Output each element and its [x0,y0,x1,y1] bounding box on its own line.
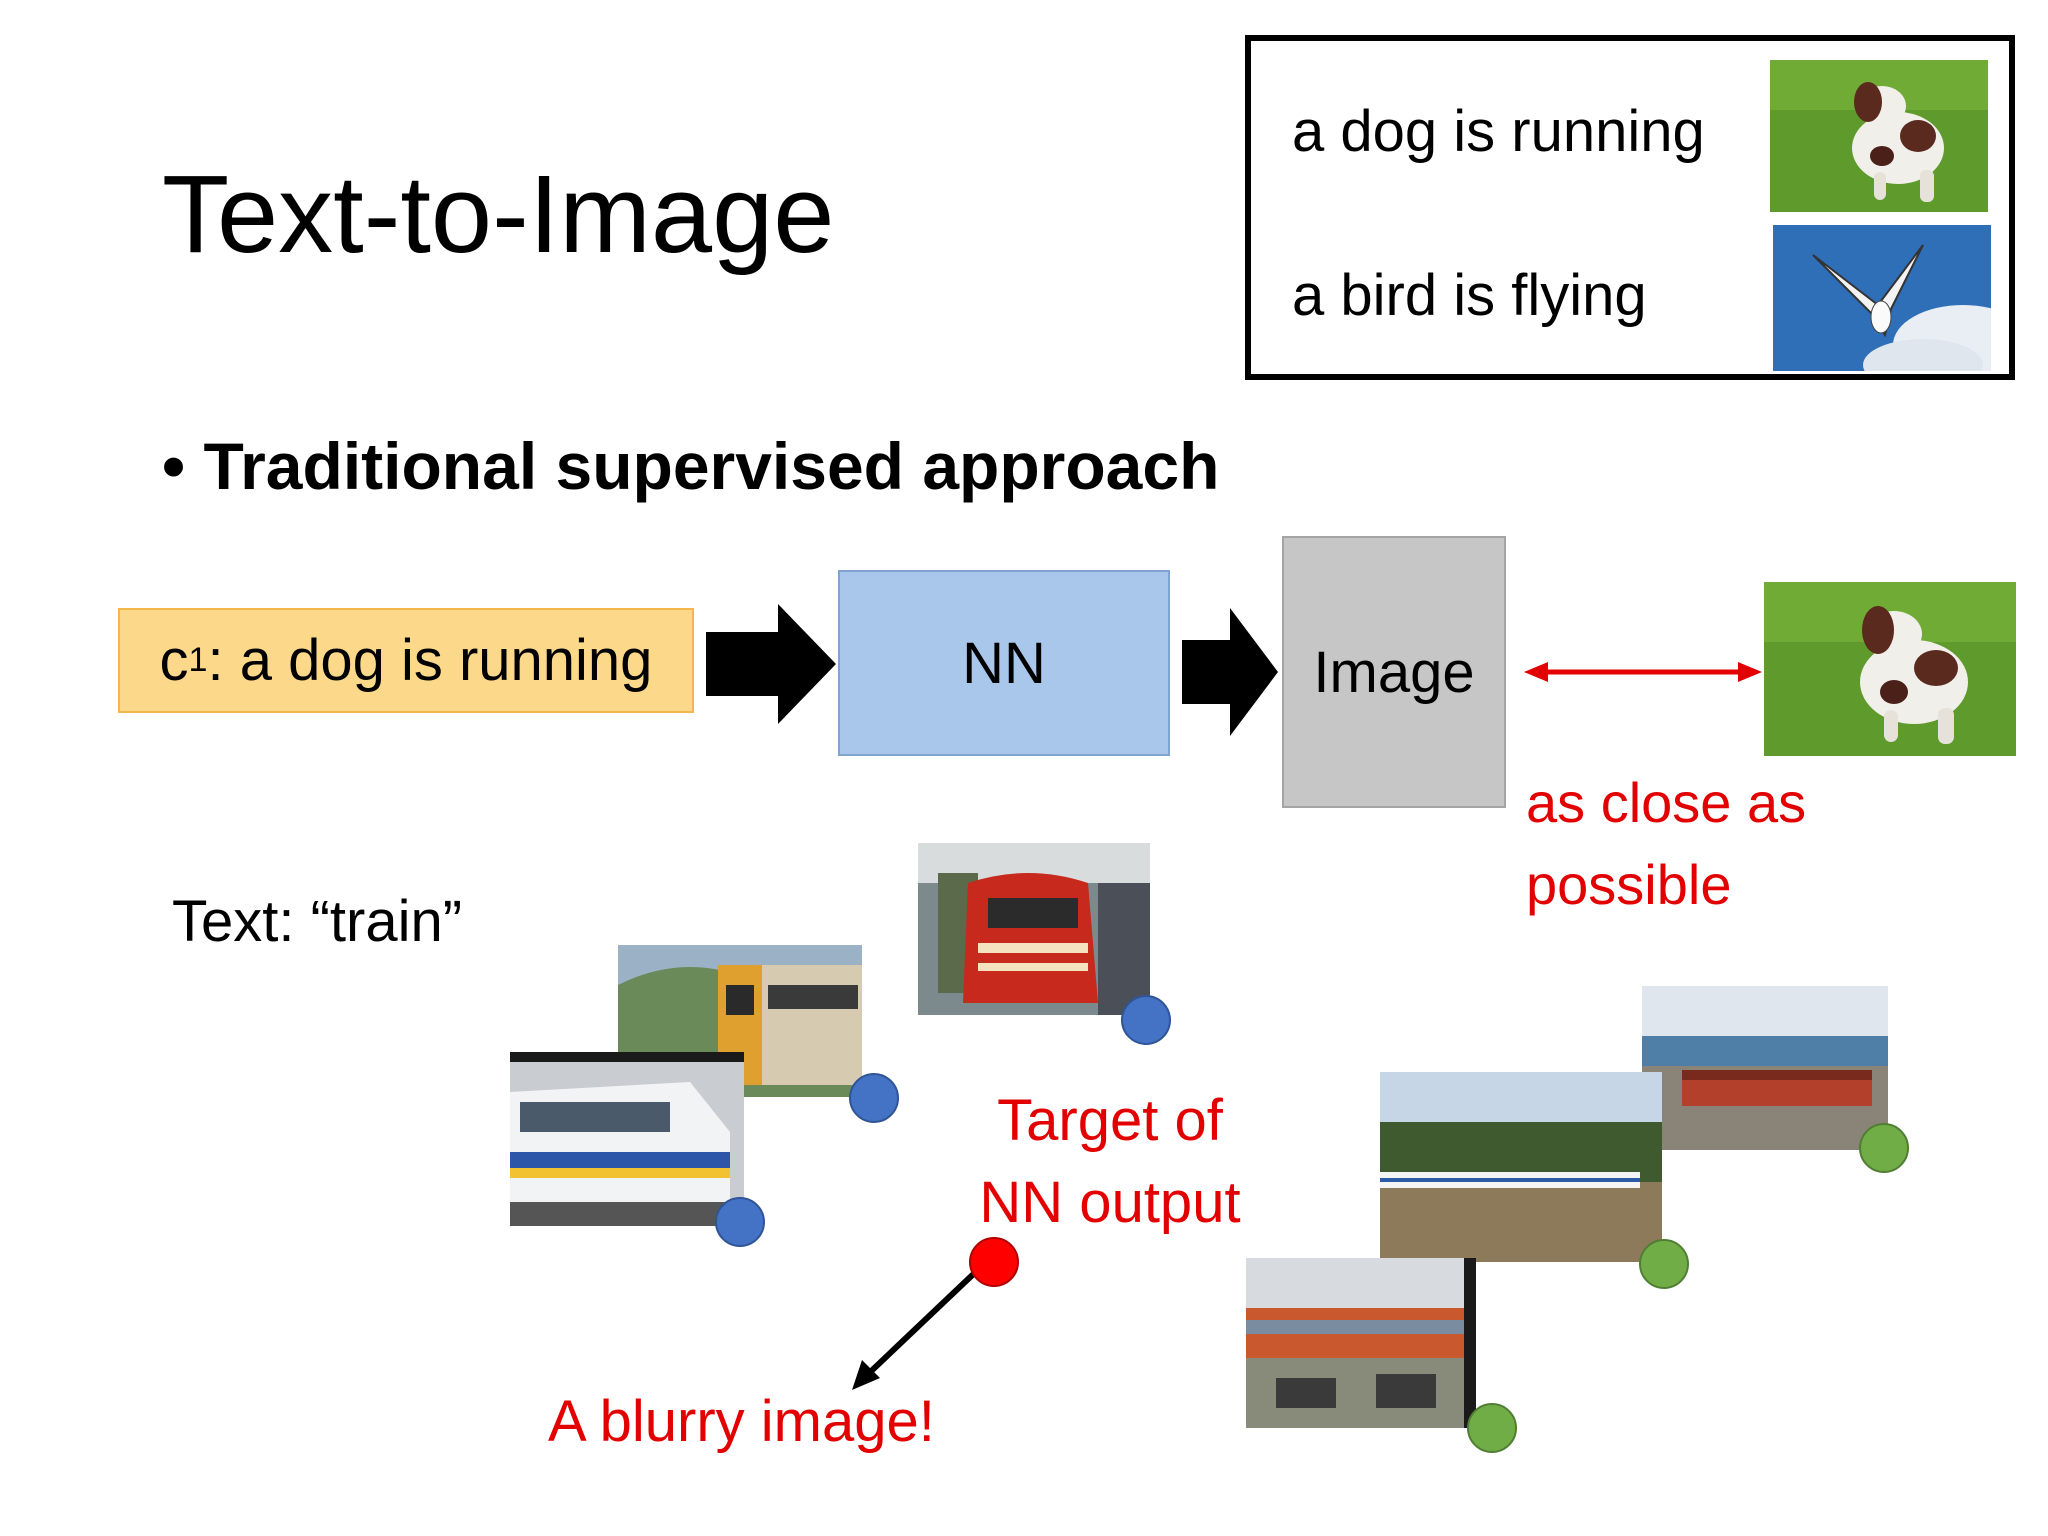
green-dot-2 [1639,1239,1689,1289]
output-image-box: Image [1282,536,1506,808]
target-dog-image [1764,582,2016,756]
input-superscript: 1 [188,641,208,679]
text-query-label: Text: “train” [172,889,463,954]
arrow-input-to-nn [706,604,836,724]
train-photo-highspeed [1380,1072,1662,1262]
compare-arrow-head-left [1524,662,1548,682]
bird-flying-image [1773,225,1991,371]
blue-dot-1 [1121,995,1171,1045]
slide-title: Text-to-Image [162,153,835,276]
close-label-line-1: as close as [1526,771,1807,834]
target-label-line-1: Target of [997,1088,1223,1153]
input-prefix: c [159,628,189,693]
blue-dot-3 [715,1197,765,1247]
train-photo-seaside [1642,986,1888,1150]
green-dot-1 [1859,1123,1909,1173]
train-photo-white-blue [510,1052,744,1226]
output-image-label: Image [1313,639,1475,705]
input-text: : a dog is running [207,628,653,693]
example-box [1245,35,2015,380]
target-label: Target of NN output [960,1080,1260,1244]
nn-label: NN [962,630,1046,696]
nn-box: NN [838,570,1170,756]
blue-dot-2 [849,1073,899,1123]
example-text-dog: a dog is running [1292,99,1705,164]
dog-running-image [1770,60,1988,212]
close-label-line-2: possible [1526,853,1732,916]
target-label-line-2: NN output [979,1170,1241,1235]
bullet-heading: • Traditional supervised approach [162,429,1220,503]
red-dot [969,1237,1019,1287]
blurry-arrow-head [852,1360,880,1390]
blurry-image-label: A blurry image! [548,1389,935,1454]
compare-arrow-head-right [1738,662,1762,682]
example-text-bird: a bird is flying [1292,263,1647,328]
train-photo-red-front [918,843,1150,1015]
green-dot-3 [1467,1403,1517,1453]
close-as-possible-label: as close as possible [1526,762,1886,926]
arrow-nn-to-image [1182,608,1278,736]
bullet-text: Traditional supervised approach [203,429,1220,503]
blurry-arrow [863,1261,987,1379]
train-photo-station [1246,1258,1476,1428]
